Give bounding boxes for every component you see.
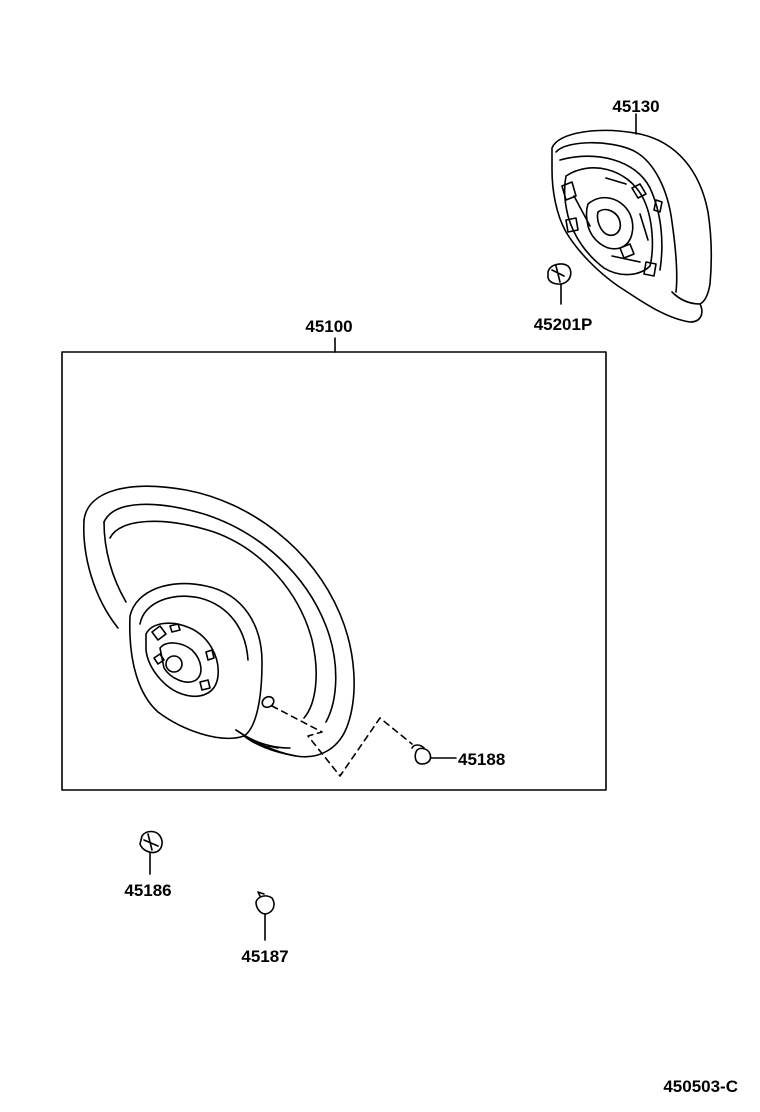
clip-a-drawing <box>139 830 163 875</box>
figure-code: 450503-C <box>663 1077 738 1096</box>
screw-drawing <box>547 263 572 305</box>
steering-wheel-drawing <box>83 485 355 758</box>
clip-b-drawing <box>255 891 275 941</box>
label-45201p: 45201P <box>534 315 593 334</box>
label-45188: 45188 <box>458 750 505 769</box>
label-45130: 45130 <box>612 97 659 116</box>
dashed-leader <box>271 705 413 777</box>
label-45186: 45186 <box>124 881 171 900</box>
label-45100: 45100 <box>305 317 352 336</box>
steering-pad-drawing <box>551 113 713 323</box>
lower-screw-drawing <box>411 744 457 765</box>
label-45187: 45187 <box>241 947 288 966</box>
assembly-frame <box>61 337 607 791</box>
